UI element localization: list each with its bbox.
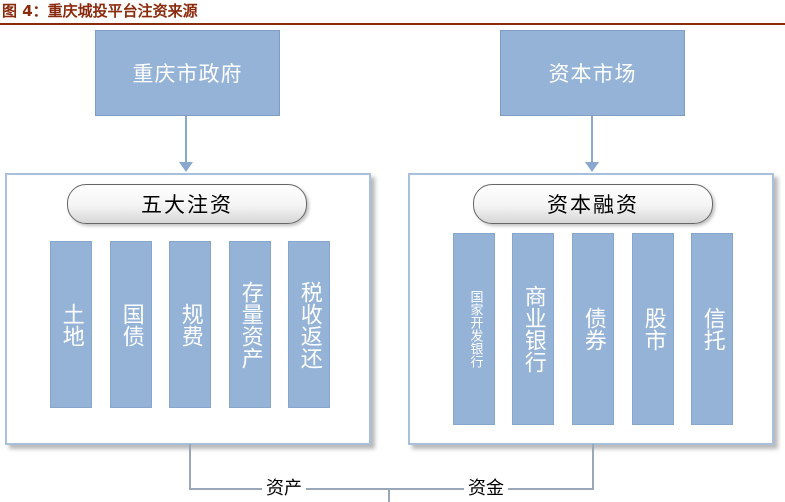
left-item-label: 规费 xyxy=(177,302,203,347)
left-item-box: 国债 xyxy=(110,241,152,408)
left-panel-heading: 五大注资 xyxy=(67,184,307,224)
left-item-box: 税收返还 xyxy=(288,241,330,408)
source-government-box: 重庆市政府 xyxy=(95,30,280,116)
right-item-box: 商业银行 xyxy=(512,233,554,425)
right-item-box: 国家开发银行 xyxy=(453,233,495,425)
arrow-left-line xyxy=(185,116,187,163)
arrow-left-head xyxy=(179,162,193,172)
right-item-box: 债券 xyxy=(572,233,614,425)
right-item-box: 股市 xyxy=(632,233,674,425)
left-item-label: 税收返还 xyxy=(296,280,322,369)
connector-center-down xyxy=(388,488,390,502)
source-capital-market-box: 资本市场 xyxy=(500,30,685,116)
figure-title: 图 4：重庆城投平台注资来源 xyxy=(2,2,198,20)
right-item-label: 股市 xyxy=(640,307,666,351)
arrow-right-line xyxy=(591,116,593,163)
right-item-label: 信托 xyxy=(699,307,725,351)
connector-left-down xyxy=(189,444,191,490)
connector-label-funds: 资金 xyxy=(464,478,508,500)
right-item-box: 信托 xyxy=(691,233,733,425)
right-panel-heading: 资本融资 xyxy=(473,184,713,224)
connector-horizontal xyxy=(189,488,594,490)
arrow-right-head xyxy=(585,162,599,172)
left-item-label: 土地 xyxy=(58,302,84,347)
left-item-box: 土地 xyxy=(50,241,92,408)
title-rule xyxy=(0,23,785,25)
right-item-label: 国家开发银行 xyxy=(467,290,483,368)
right-item-label: 债券 xyxy=(580,307,606,351)
left-item-box: 规费 xyxy=(169,241,211,408)
connector-label-assets: 资产 xyxy=(262,478,306,500)
connector-right-down xyxy=(592,444,594,490)
right-item-label: 商业银行 xyxy=(520,285,546,373)
left-item-label: 存量资产 xyxy=(237,280,263,369)
left-item-label: 国债 xyxy=(118,302,144,347)
left-item-box: 存量资产 xyxy=(229,241,271,408)
